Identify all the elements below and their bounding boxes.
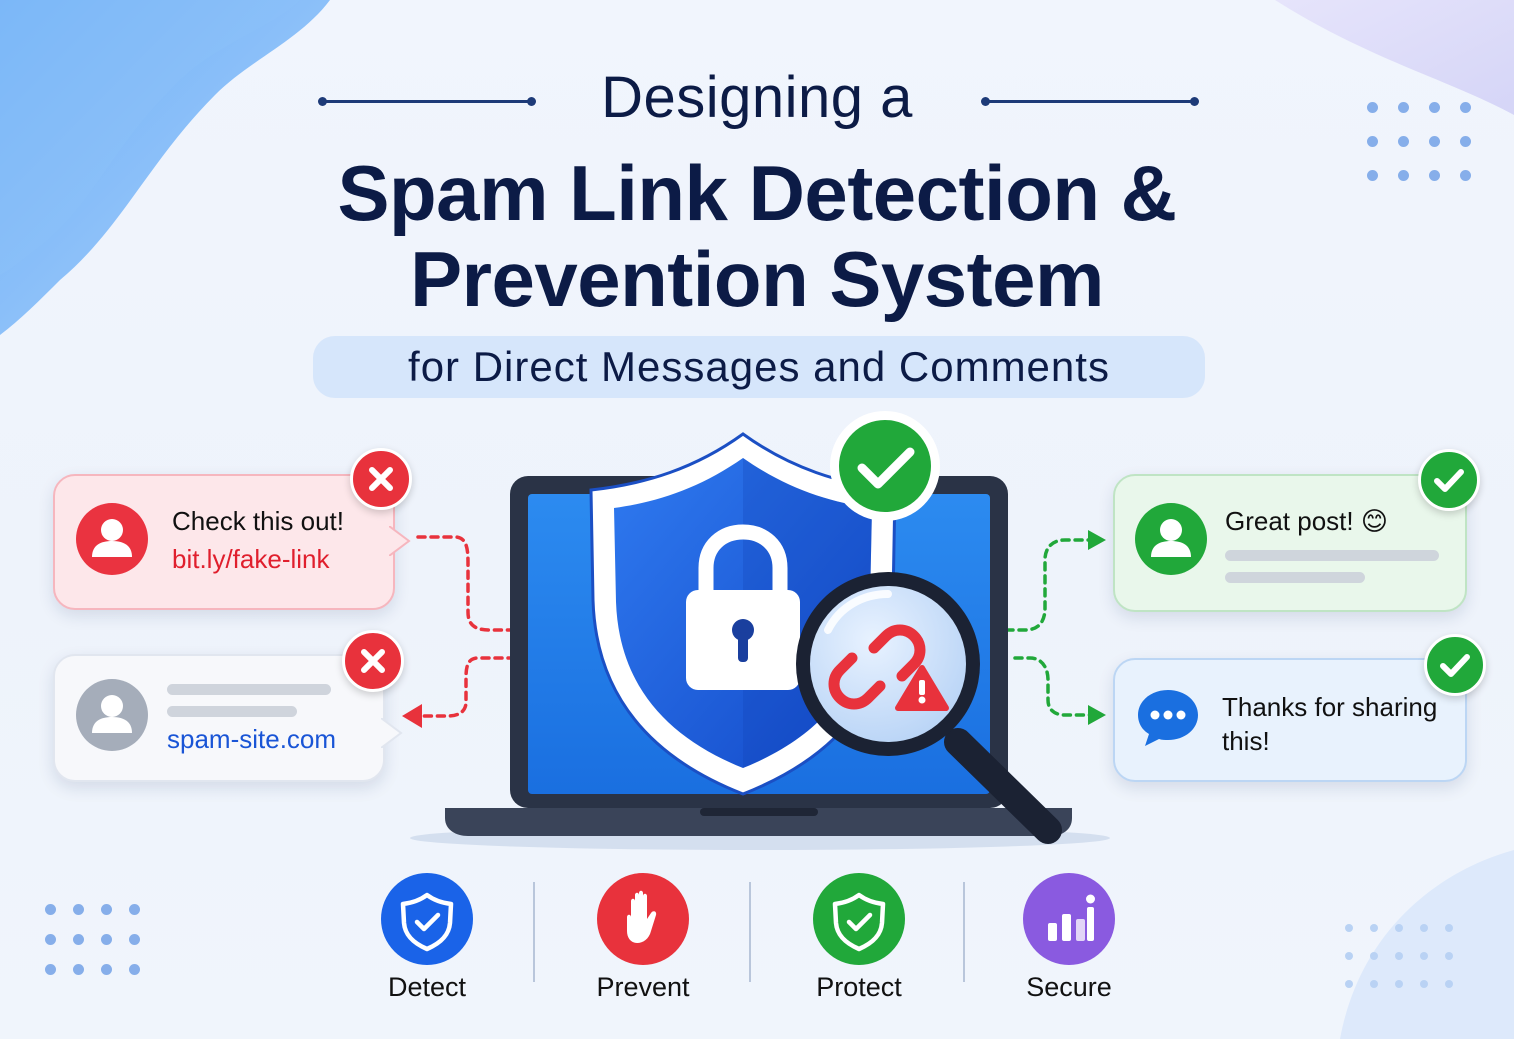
detect-icon [381, 873, 473, 965]
warning-icon [895, 665, 949, 711]
page-title: Spam Link Detection & Prevention System [0, 150, 1514, 322]
feature-divider [963, 882, 965, 982]
message-text-content: Great post! [1225, 506, 1354, 536]
bar-chart-icon [1048, 894, 1095, 941]
arrowhead-ok1 [1088, 530, 1106, 550]
spam-message-card-1[interactable]: Check this out! bit.ly/fake-link [53, 474, 411, 610]
spam-link[interactable]: spam-site.com [167, 724, 337, 754]
arrow-laptop-to-spam2 [420, 656, 517, 718]
prevent-icon [597, 873, 689, 965]
title-rule-right [981, 97, 1199, 106]
chat-avatar [1133, 682, 1203, 752]
feature-label-detect: Detect [387, 972, 467, 1002]
approved-badge [1424, 634, 1486, 696]
close-icon [361, 649, 385, 673]
spam-link[interactable]: bit.ly/fake-link [172, 544, 330, 574]
approved-message-card-1[interactable]: Great post! 😊 [1113, 474, 1467, 612]
protect-icon [813, 873, 905, 965]
message-text-line: Thanks for sharing [1222, 692, 1438, 722]
text-placeholder-bar [167, 706, 297, 717]
close-icon [369, 467, 393, 491]
message-text: Great post! 😊 [1225, 506, 1388, 537]
arrow-laptop-to-ok1 [978, 538, 1092, 632]
text-placeholder-bar [167, 684, 331, 695]
hand-stop-icon [627, 890, 657, 943]
bottom-right-blob [1340, 850, 1514, 1039]
avatar [76, 679, 148, 751]
chat-bubble-icon [1138, 690, 1198, 746]
arrowhead-ok2 [1088, 705, 1106, 725]
shield-check-icon [832, 892, 886, 952]
secure-icon [1023, 873, 1115, 965]
blocked-badge [350, 448, 412, 510]
text-placeholder-bar [1225, 550, 1439, 561]
top-left-blob [0, 0, 330, 335]
check-icon [1434, 469, 1464, 492]
avatar [1135, 503, 1207, 575]
avatar [76, 503, 148, 575]
shield-check-icon [400, 892, 454, 952]
check-icon [1440, 654, 1470, 677]
message-text: Check this out! [172, 506, 344, 536]
laptop-illustration [410, 411, 1110, 850]
arrowhead-spam2 [402, 704, 422, 728]
title-prefix: Designing a [601, 65, 913, 130]
feature-label-prevent: Prevent [596, 972, 690, 1002]
feature-label-secure: Secure [1026, 972, 1112, 1002]
title-rule-left [318, 97, 536, 106]
message-text: Thanks for sharing this! [1222, 690, 1437, 758]
spam-message-card-2[interactable]: spam-site.com [53, 654, 403, 782]
title-line-1: Spam Link Detection & [337, 149, 1177, 237]
arrow-spam1-to-laptop [416, 535, 567, 632]
feature-label-protect: Protect [816, 972, 902, 1002]
text-placeholder-bar [1225, 572, 1365, 583]
top-right-blob [1275, 0, 1514, 115]
title-line-2: Prevention System [410, 235, 1104, 323]
card-tail [389, 526, 411, 556]
approved-badge [1418, 449, 1480, 511]
broken-link-icon [828, 624, 926, 710]
approved-message-card-2[interactable]: Thanks for sharing this! [1113, 658, 1467, 782]
user-icon [92, 695, 132, 733]
subtitle: for Direct Messages and Comments [313, 336, 1205, 398]
card-tail [381, 718, 403, 748]
message-text-line: this! [1222, 726, 1270, 756]
blocked-badge [342, 630, 404, 692]
verified-check-icon [830, 411, 940, 521]
feature-divider [533, 882, 535, 982]
lock-icon [686, 524, 800, 690]
smile-emoji-icon: 😊 [1360, 506, 1388, 536]
laptop-base [445, 808, 1072, 836]
user-icon [1151, 519, 1191, 557]
feature-divider [749, 882, 751, 982]
user-icon [92, 519, 132, 557]
arrow-laptop-to-ok2 [1013, 656, 1092, 717]
